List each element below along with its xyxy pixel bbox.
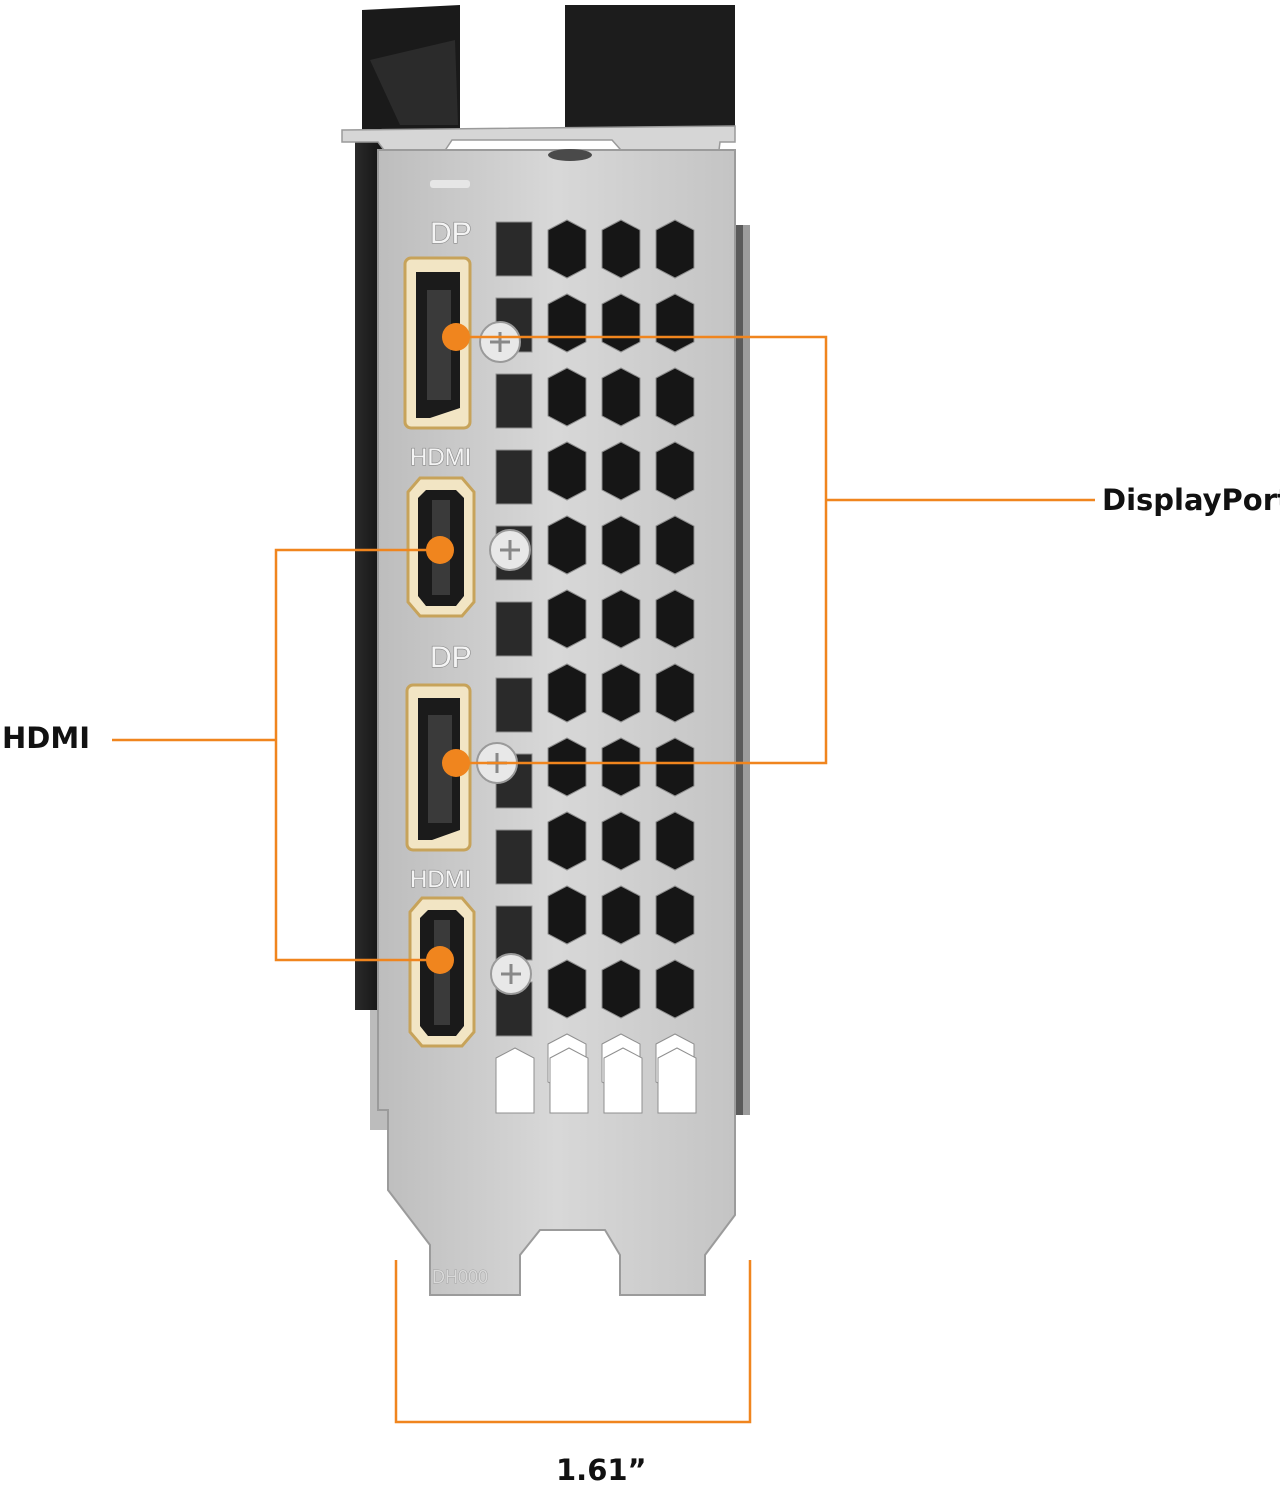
vent-fin <box>495 601 533 657</box>
screw-4 <box>490 953 532 995</box>
vent-cutout <box>655 441 695 501</box>
vent-cutout-open <box>657 1047 697 1114</box>
vent-cutout <box>547 589 587 649</box>
vent-cutout <box>547 959 587 1019</box>
vent-cutout <box>601 885 641 945</box>
vent-cutout-open <box>495 1047 535 1114</box>
hdmi-callout: HDMI <box>2 721 90 755</box>
vent-fin <box>495 677 533 733</box>
displayport-callout: DisplayPort <box>1102 483 1280 517</box>
vent-cutout <box>655 885 695 945</box>
vent-cutout <box>547 441 587 501</box>
part-code: DH000 <box>432 1267 488 1287</box>
vent-cutout <box>547 293 587 353</box>
width-dimension-label: 1.61” <box>556 1453 647 1485</box>
vent-fin <box>495 905 533 961</box>
engraved-label-hdmi-2: HDMI <box>410 866 471 893</box>
engraved-label-hdmi-1: HDMI <box>410 444 471 471</box>
vent-cutout <box>601 441 641 501</box>
vent-cutout <box>655 219 695 279</box>
vent-cutout <box>547 811 587 871</box>
vent-cutout-open <box>549 1047 589 1114</box>
vent-cutout <box>601 219 641 279</box>
vent-cutout <box>547 737 587 797</box>
engraved-label-dp-2: DP <box>430 641 472 674</box>
vent-cutout <box>547 219 587 279</box>
vent-cutout <box>601 515 641 575</box>
vent-cutout <box>655 515 695 575</box>
dp-1-marker <box>442 323 470 351</box>
vent-cutout-open <box>603 1047 643 1114</box>
vent-cutout <box>655 663 695 723</box>
vent-fin <box>495 829 533 885</box>
vent-cutout <box>601 737 641 797</box>
displayport-callout-lines <box>456 335 1095 765</box>
vent-cutout <box>601 589 641 649</box>
hdmi-callout-lines <box>112 548 440 962</box>
vent-cutout <box>601 293 641 353</box>
vent-cutout <box>655 811 695 871</box>
bracket-slot <box>548 149 592 161</box>
vent-cutout <box>655 737 695 797</box>
vent-fin <box>495 221 533 277</box>
vent-fin <box>495 449 533 505</box>
vent-cutout <box>655 293 695 353</box>
vent-cutout <box>601 811 641 871</box>
dimension-bracket <box>394 1260 752 1424</box>
vent-cutout <box>547 367 587 427</box>
screw-1 <box>479 321 521 363</box>
vent-cutout <box>547 885 587 945</box>
vent-cutout <box>547 515 587 575</box>
hdmi-2-marker <box>426 946 454 974</box>
vent-cutout <box>655 959 695 1019</box>
port-dp-1 <box>403 256 472 430</box>
vent-cutout <box>655 589 695 649</box>
screw-2 <box>489 529 531 571</box>
vent-cutout <box>601 367 641 427</box>
hdmi-1-marker <box>426 536 454 564</box>
vent-cutout <box>601 663 641 723</box>
vent-cutout <box>601 959 641 1019</box>
engraved-label-dp-1: DP <box>430 217 472 250</box>
vent-fin <box>495 373 533 429</box>
vent-cutout <box>547 663 587 723</box>
vent-cutout <box>655 367 695 427</box>
dp-2-marker <box>442 749 470 777</box>
